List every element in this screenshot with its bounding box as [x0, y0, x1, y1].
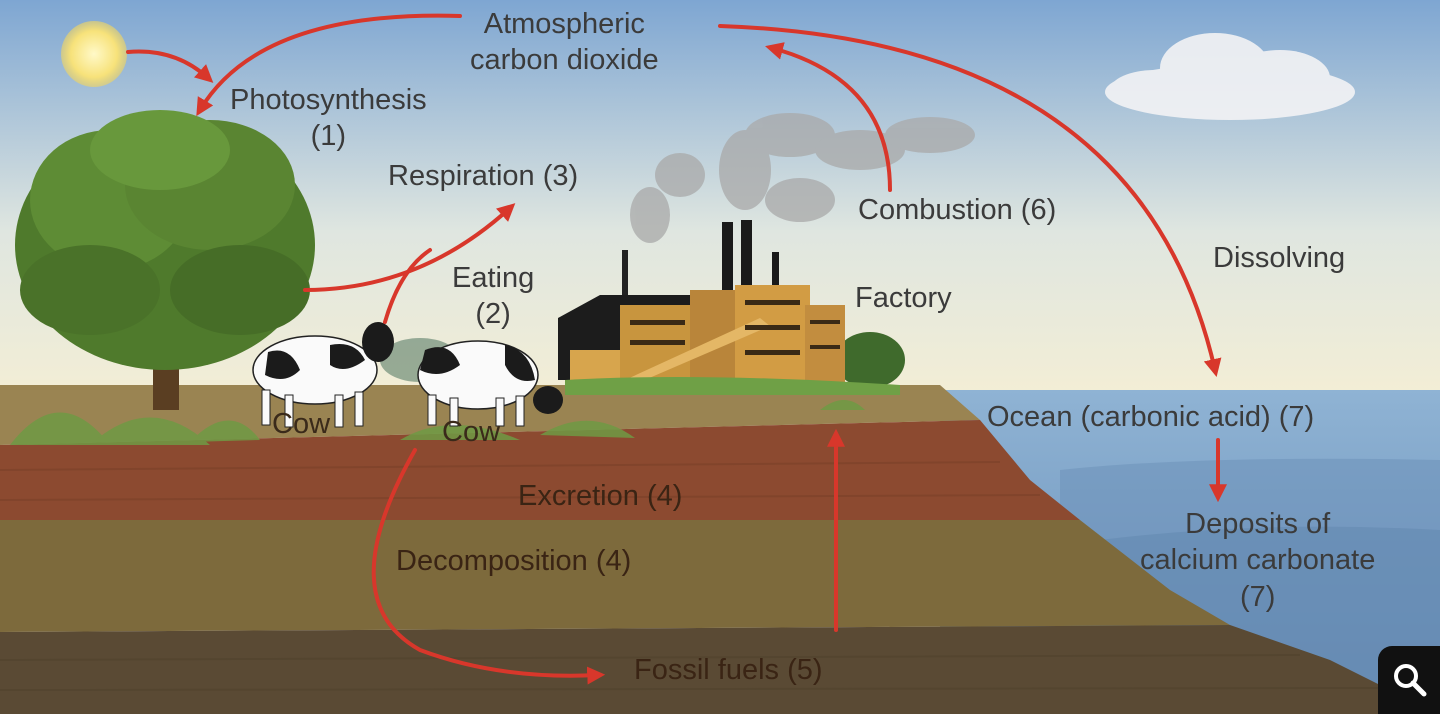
cow-label-right: Cow	[442, 416, 501, 448]
decomposition-label: Decomposition (4)	[396, 545, 632, 577]
arrow-combustion-co2	[765, 42, 892, 192]
cow-right	[417, 340, 563, 427]
dissolving-label: Dissolving	[1213, 242, 1346, 274]
photosynthesis-label: Photosynthesis (1)	[230, 84, 427, 153]
arrow-co2-tree	[196, 13, 462, 117]
combustion-label: Combustion (6)	[858, 194, 1057, 226]
arrow-cow-respiration	[383, 248, 432, 324]
atmospheric-co2-label: Atmospheric carbon dioxide	[470, 8, 659, 77]
smoke	[630, 113, 975, 243]
tree	[15, 110, 315, 410]
excretion-label: Excretion (4)	[518, 480, 683, 512]
arrow-co2-ocean	[718, 24, 1222, 378]
cycle-arrows	[126, 13, 1227, 685]
respiration-label: Respiration (3)	[388, 160, 579, 192]
factory-building	[558, 220, 900, 395]
arrow-cow-fossil	[371, 448, 606, 685]
arrow-tree-respiration	[303, 203, 516, 292]
cow-label-left: Cow	[272, 408, 331, 440]
grass	[10, 400, 865, 445]
fossil-fuels-label: Fossil fuels (5)	[634, 654, 823, 686]
cloud	[1105, 33, 1355, 120]
soil-layer-red	[0, 420, 1080, 520]
factory-label: Factory	[855, 282, 952, 314]
magnifier-icon	[1394, 664, 1427, 697]
soil-layer-tan	[0, 520, 1230, 632]
ocean-label: Ocean (carbonic acid) (7)	[987, 401, 1315, 433]
zoom-button[interactable]	[1378, 646, 1440, 714]
deposits-label: Deposits of calcium carbonate (7)	[1140, 508, 1376, 613]
arrow-sun-photosynthesis	[126, 49, 214, 83]
cow-left	[252, 322, 394, 428]
sun	[61, 21, 127, 87]
eating-label: Eating (2)	[452, 262, 535, 331]
soil-layer-dark	[0, 625, 1440, 714]
